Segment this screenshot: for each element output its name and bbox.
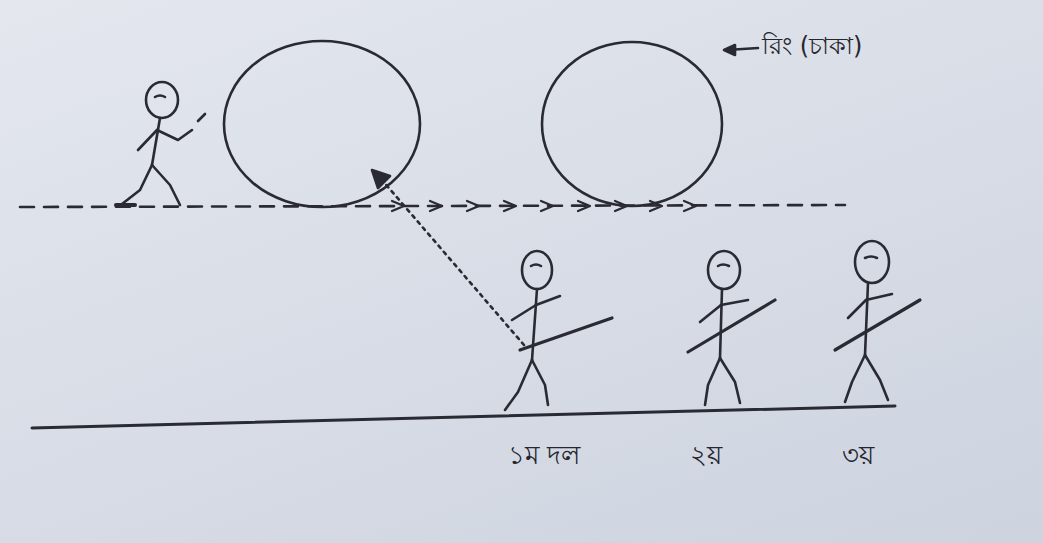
leader-arrowhead (724, 45, 735, 55)
throw-arrowhead (372, 170, 390, 188)
handwritten-label: ২য় (690, 440, 722, 471)
handwritten-label: ১ম দল (508, 440, 580, 471)
player-figure (835, 241, 920, 402)
motion-arrows (392, 201, 696, 211)
ground-line (32, 406, 895, 428)
hoop-left (224, 41, 420, 207)
handwritten-label: রিং (চাকা) (762, 32, 862, 61)
throw-line (382, 180, 524, 345)
path-line (20, 205, 845, 207)
player-figure (505, 251, 612, 410)
handwritten-label: ৩য় (842, 440, 874, 471)
runner-figure (116, 82, 205, 205)
player-figure (688, 251, 775, 405)
hoop-right (542, 42, 722, 206)
